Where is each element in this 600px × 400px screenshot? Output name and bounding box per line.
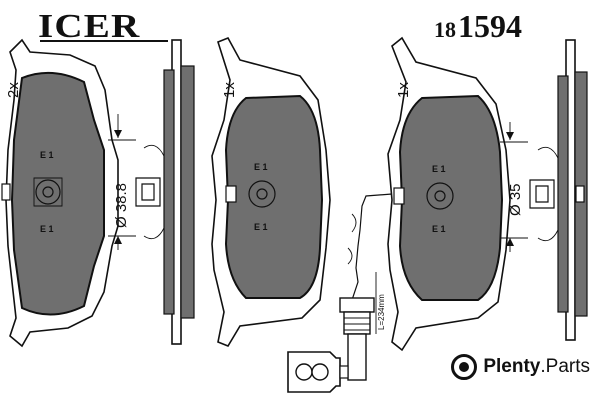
plenty-logo-icon	[451, 354, 478, 380]
pad-2-quantity: 1x	[221, 82, 238, 98]
wear-sensor: L=234mm	[287, 193, 393, 393]
pad-3-mark-bottom: E 1	[432, 224, 446, 234]
pad-3-friction	[398, 94, 504, 301]
watermark-brand-rest: .Parts	[540, 356, 590, 377]
pad-1-mark-top: E 1	[40, 150, 54, 160]
part-number: 181594	[434, 8, 522, 45]
pad-2-mount-inner	[256, 188, 268, 200]
brand-logo: ICER	[38, 8, 141, 45]
pad-3-side-view	[529, 39, 588, 341]
pad-2-backing-plate	[211, 36, 331, 347]
watermark: Plenty.Parts	[451, 354, 590, 380]
pad-3-quantity: 1x	[395, 82, 412, 98]
watermark-brand-bold: Plenty	[483, 356, 541, 377]
pad-2-friction	[224, 94, 324, 299]
pad-2-mark-bottom: E 1	[254, 222, 268, 232]
pad-3: E 1 E 1 1x Ø 35	[387, 36, 528, 352]
watermark-text: Plenty.Parts	[483, 356, 590, 378]
pad-3-tab	[393, 187, 405, 205]
pad-1: E 1 E 1 2x Ø 38.8	[1, 38, 136, 348]
sensor-length: L=234mm	[377, 294, 386, 330]
pad-2: E 1 E 1 1x	[211, 36, 331, 347]
pad-2-mount-outer	[248, 180, 276, 208]
pad-2-mark-top: E 1	[254, 162, 268, 172]
pad-1-mount-inner	[42, 186, 54, 198]
part-number-main: 1594	[458, 8, 522, 44]
pad-3-backing-plate	[387, 36, 511, 352]
part-number-prefix: 18	[434, 17, 456, 42]
pad-1-diameter: Ø 38.8	[113, 183, 130, 228]
pad-3-mount-outer	[426, 182, 454, 210]
pad-3-mount-inner	[434, 190, 446, 202]
sensor-plug	[339, 297, 375, 313]
pad-1-friction	[10, 71, 105, 316]
pad-1-mount-outer	[35, 179, 61, 205]
pad-2-tab	[225, 185, 237, 203]
pad-1-side-view	[135, 39, 195, 345]
pad-1-mark-bottom: E 1	[40, 224, 54, 234]
pad-1-tab	[1, 183, 11, 201]
pad-1-quantity: 2x	[5, 82, 22, 98]
pad-3-diameter: Ø 35	[507, 183, 524, 216]
pad-3-mark-top: E 1	[432, 164, 446, 174]
brand-underline	[40, 40, 168, 42]
